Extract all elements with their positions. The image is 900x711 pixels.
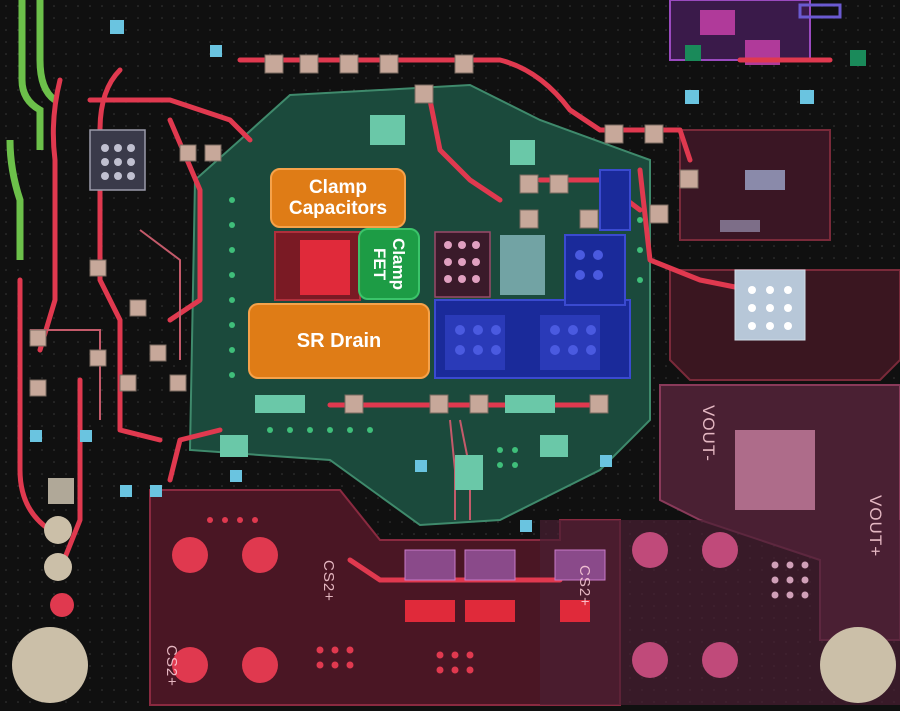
sr-fet-pads (434, 169, 631, 379)
top-right-components (669, 0, 866, 66)
sr-fet-vias (455, 250, 603, 355)
sr-drain-label: SR Drain (248, 303, 430, 379)
silk-cs2-c: CS2+ (576, 565, 593, 607)
right-via-block (720, 170, 815, 510)
clamp-fet-text: Clamp FET (370, 238, 409, 290)
red-traces (17, 57, 833, 583)
right-via-grid (771, 561, 809, 599)
teal-pads (220, 115, 568, 490)
clamp-fet-label: Clamp FET (358, 228, 420, 300)
silk-cs2-b: CS2+ (163, 645, 180, 687)
clamp-capacitors-label: Clamp Capacitors (270, 168, 406, 228)
clamp-capacitor-vias (300, 240, 350, 295)
pour-vias (229, 197, 643, 468)
smd-pads (29, 54, 699, 414)
lower-via-grids (207, 517, 474, 674)
left-ic (89, 129, 146, 191)
silk-vout-minus: VOUT- (699, 405, 718, 462)
blue-test-pads (30, 20, 814, 532)
silk-cs2-a: CS2+ (320, 560, 337, 602)
middle-via-array (434, 231, 545, 298)
mounting-holes (12, 478, 896, 703)
silk-vout-plus: VOUT+ (866, 495, 885, 558)
green-trace-bundle (6, 0, 58, 260)
power-pads (172, 532, 738, 683)
vout-plus-pour (540, 520, 900, 705)
sense-resistors (404, 549, 606, 622)
